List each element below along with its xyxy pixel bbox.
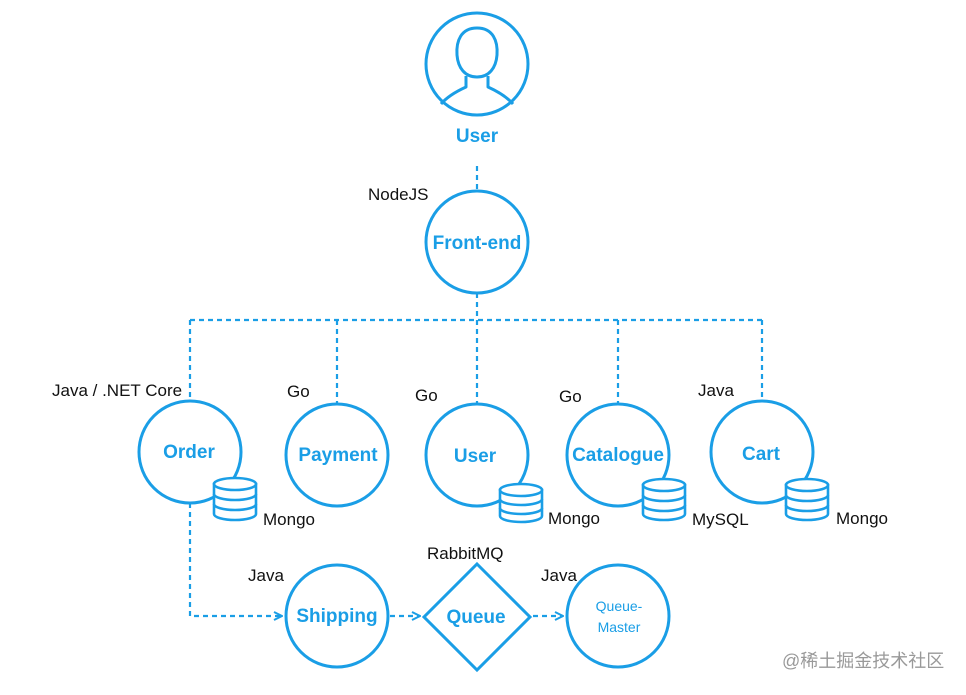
- user-node-label: User: [456, 126, 499, 147]
- user-db-label: Mongo: [548, 509, 600, 528]
- catalogue-node-label: Catalogue: [572, 445, 664, 466]
- user-service-node-label: User: [454, 446, 497, 467]
- user-node[interactable]: User: [424, 11, 530, 147]
- payment-node-label: Payment: [298, 445, 378, 466]
- cart-node-label: Cart: [742, 444, 781, 465]
- catalogue-db-label: MySQL: [692, 510, 749, 529]
- user-database-icon: [498, 482, 544, 524]
- cart-database-icon: [784, 477, 830, 522]
- payment-tech-label: Go: [287, 382, 310, 401]
- watermark-text: @稀土掘金技术社区: [782, 651, 944, 671]
- user-tech-label: Go: [415, 386, 438, 405]
- shipping-tech-label: Java: [248, 566, 284, 585]
- queue-master-node[interactable]: Queue- Master: [565, 563, 671, 669]
- payment-node[interactable]: Payment: [284, 402, 390, 508]
- queue-node-label: Queue: [446, 607, 505, 628]
- catalogue-node[interactable]: Catalogue: [565, 402, 671, 508]
- cart-tech-label: Java: [698, 381, 734, 400]
- order-node[interactable]: Order: [137, 399, 243, 505]
- frontend-tech-label: NodeJS: [368, 185, 428, 204]
- cart-db-label: Mongo: [836, 509, 888, 528]
- queue-master-label-line1: Queue-: [596, 598, 643, 614]
- order-tech-label: Java / .NET Core: [52, 381, 182, 400]
- queue-master-label-line2: Master: [598, 619, 641, 635]
- queue-tech-label: RabbitMQ: [427, 544, 504, 563]
- cart-node[interactable]: Cart: [709, 399, 815, 505]
- catalogue-tech-label: Go: [559, 387, 582, 406]
- queue-master-tech-label: Java: [541, 566, 577, 585]
- order-db-label: Mongo: [263, 510, 315, 529]
- order-node-label: Order: [163, 442, 215, 463]
- link-order-shipping: [188, 503, 282, 616]
- user-service-node[interactable]: User: [424, 402, 530, 508]
- queue-node[interactable]: Queue: [421, 561, 533, 673]
- shipping-node-label: Shipping: [296, 606, 377, 627]
- shipping-node[interactable]: Shipping: [284, 563, 390, 669]
- frontend-node[interactable]: Front-end: [424, 189, 530, 295]
- person-silhouette-icon: [439, 26, 515, 105]
- order-database-icon: [212, 476, 258, 522]
- catalogue-database-icon: [641, 477, 687, 522]
- frontend-node-label: Front-end: [433, 233, 522, 254]
- connectors: [188, 166, 764, 616]
